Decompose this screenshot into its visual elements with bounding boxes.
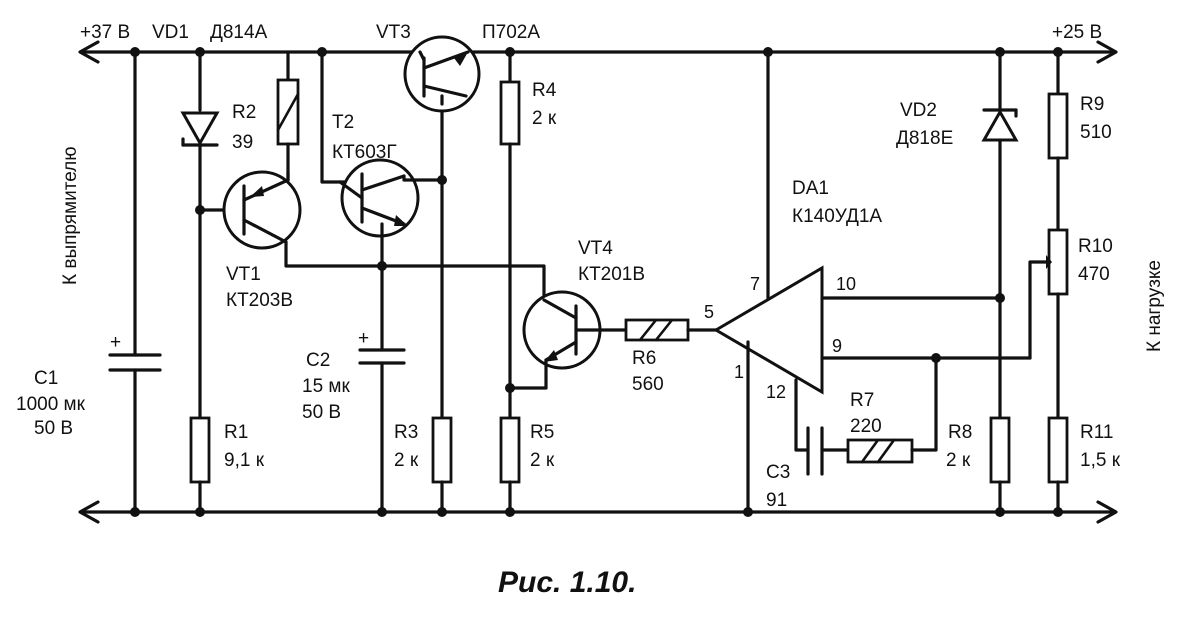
c2-voltage: 50 В — [302, 402, 341, 423]
vt4-ref: VT4 — [578, 238, 613, 259]
resistor-r11 — [1047, 416, 1069, 514]
r5-value: 2 к — [530, 450, 555, 471]
resistor-r8 — [989, 416, 1011, 514]
opamp-da1 — [713, 50, 1032, 514]
input-voltage-label: +37 В — [80, 22, 130, 43]
capacitor-c1 — [108, 50, 162, 514]
zener-diode-vd1 — [180, 50, 220, 420]
vt4-type: КТ201В — [578, 264, 645, 285]
c3-ref: C3 — [766, 462, 790, 483]
left-side-label: К выпрямителю — [60, 147, 81, 285]
transistor-vt3 — [403, 35, 481, 113]
r4-ref: R4 — [532, 80, 557, 101]
r5-ref: R5 — [530, 422, 554, 443]
r1-value: 9,1 к — [224, 450, 265, 471]
resistor-r10 — [1028, 228, 1069, 420]
opamp-pin-10: 10 — [836, 274, 856, 294]
r11-ref: R11 — [1080, 422, 1113, 443]
resistor-r9 — [1047, 50, 1069, 232]
r11-value: 1,5 к — [1080, 450, 1121, 471]
junction-dots — [130, 47, 1063, 517]
figure-caption: Рис. 1.10. — [498, 566, 636, 599]
capacitor-c2 — [358, 264, 406, 514]
r1-ref: R1 — [224, 422, 248, 443]
da1-ref: DA1 — [792, 178, 829, 199]
resistor-r3 — [431, 88, 453, 514]
c2-ref: C2 — [306, 350, 330, 371]
r3-ref: R3 — [394, 422, 418, 443]
r9-ref: R9 — [1080, 94, 1104, 115]
top-rail — [78, 40, 1118, 64]
vd2-type: Д818Е — [896, 128, 953, 149]
resistor-r5 — [499, 416, 521, 514]
c1-voltage: 50 В — [34, 418, 73, 439]
r4-value: 2 к — [532, 108, 557, 129]
capacitor-c3 — [806, 426, 850, 476]
resistor-r1 — [189, 416, 211, 514]
resistor-r4 — [499, 50, 521, 420]
c3-value: 91 — [766, 490, 787, 511]
t2-type: КТ603Г — [332, 142, 397, 163]
transistor-vt4 — [508, 290, 628, 390]
c2-polarity: + — [358, 328, 369, 349]
vt1-ref: VT1 — [226, 264, 261, 285]
r10-value: 470 — [1078, 264, 1110, 285]
transistor-vt1 — [222, 170, 384, 268]
bottom-rail — [78, 500, 1118, 524]
c2-value: 15 мк — [302, 376, 350, 397]
c1-ref: C1 — [34, 368, 58, 389]
da1-type: К140УД1А — [792, 206, 882, 227]
opamp-pin-5: 5 — [704, 302, 714, 322]
vd1-ref: VD1 — [152, 22, 189, 43]
r10-ref: R10 — [1078, 236, 1113, 257]
r3-value: 2 к — [394, 450, 419, 471]
resistor-r2 — [276, 50, 300, 182]
t2-ref: T2 — [332, 112, 354, 133]
right-side-label: К нагрузке — [1144, 260, 1165, 352]
r9-value: 510 — [1080, 122, 1112, 143]
opamp-pin-1: 1 — [734, 362, 744, 382]
vt1-type: КТ203В — [226, 290, 293, 311]
resistor-r7 — [846, 356, 938, 464]
resistor-r6 — [624, 318, 718, 342]
r7-value: 220 — [850, 416, 882, 437]
zener-diode-vd2 — [981, 50, 1019, 420]
opamp-pin-7: 7 — [750, 274, 760, 294]
r8-ref: R8 — [948, 422, 972, 443]
r6-ref: R6 — [632, 348, 656, 369]
transistor-t2 — [320, 50, 444, 268]
vt3-ref: VT3 — [376, 22, 411, 43]
vd1-type: Д814А — [210, 22, 268, 43]
c1-polarity: + — [110, 332, 121, 353]
r6-value: 560 — [632, 374, 664, 395]
r2-ref: R2 — [232, 102, 256, 123]
opamp-pin-9: 9 — [832, 336, 842, 356]
vd2-ref: VD2 — [900, 100, 937, 121]
opamp-pin-12: 12 — [766, 382, 786, 402]
r7-ref: R7 — [850, 390, 874, 411]
r2-value: 39 — [232, 132, 253, 153]
output-voltage-label: +25 В — [1052, 22, 1102, 43]
r8-value: 2 к — [946, 450, 971, 471]
c1-value: 1000 мк — [16, 394, 86, 415]
vt3-type: П702А — [482, 22, 540, 43]
